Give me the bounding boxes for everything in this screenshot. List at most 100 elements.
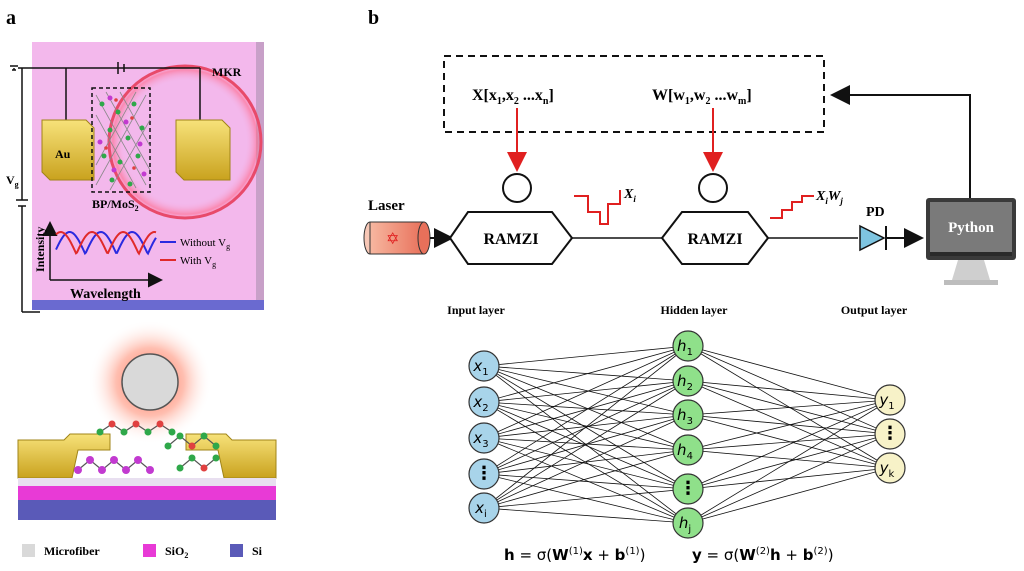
network-edge xyxy=(687,345,891,469)
cross-section xyxy=(17,320,277,520)
ramzi-1-label: RAMZI xyxy=(483,231,538,248)
signal-xi-label: Xi xyxy=(623,187,636,204)
x-vector-label: X[x1,x2 ...xn] xyxy=(472,87,554,107)
network-edge xyxy=(483,380,689,403)
network-edge xyxy=(483,345,689,367)
network-edge xyxy=(483,401,689,524)
legend-sio2: SiO2 xyxy=(165,544,188,560)
hidden-node-label: h3 xyxy=(677,406,693,427)
output-node: ⋮ xyxy=(874,418,906,450)
input-node: ⋮ xyxy=(468,458,500,490)
laser-star-icon: ✡ xyxy=(386,231,399,248)
network-edge xyxy=(687,399,891,416)
network-edge xyxy=(483,365,689,451)
w-vector-label: W[w1,w2 ...wm] xyxy=(652,87,752,107)
network-edge xyxy=(687,345,891,401)
output-layer-title: Output layer xyxy=(841,303,908,317)
material-label: BP/MoS2 xyxy=(92,197,139,213)
laser-source: ✡ xyxy=(363,221,431,255)
curve-without-vg xyxy=(55,230,157,256)
input-node-label: x1 xyxy=(472,357,488,378)
network-nodes: x1 x2 x3 ⋮ xi h1 h2 h3 h4 ⋮ hj y1 ⋮ yk xyxy=(468,330,906,539)
network-edge xyxy=(687,467,891,524)
equation-hidden: h = σ(W(1)x + b(1)) xyxy=(504,546,645,564)
output-node-label: y1 xyxy=(878,391,894,412)
hidden-node-label: h2 xyxy=(677,372,693,393)
input-node: x1 xyxy=(468,350,500,382)
legend-with-vg: With Vg xyxy=(180,255,216,269)
device-illustration xyxy=(10,42,264,313)
network-edge xyxy=(483,401,689,416)
network-edge xyxy=(483,437,689,451)
network-edge xyxy=(483,365,689,382)
network-edge xyxy=(687,414,891,469)
network-edge xyxy=(483,345,689,509)
network-edge xyxy=(483,345,689,475)
output-node-label: yk xyxy=(879,459,895,480)
network-edge xyxy=(483,437,689,524)
input-node-label: xi xyxy=(474,499,487,520)
network-edge xyxy=(687,449,891,469)
ramzi-2-label: RAMZI xyxy=(687,231,742,248)
hidden-node: h2 xyxy=(672,365,704,397)
input-node-label: ⋮ xyxy=(475,463,493,484)
inset-ylabel: Intensity xyxy=(33,227,47,272)
output-node-label: ⋮ xyxy=(881,423,899,444)
pd-label: PD xyxy=(866,205,885,220)
network-edge xyxy=(483,380,689,509)
network-edge xyxy=(483,414,689,509)
input-node-label: x2 xyxy=(472,393,488,414)
network-edge xyxy=(687,433,891,451)
network-edge xyxy=(483,473,689,490)
photodetector-icon xyxy=(859,224,886,252)
python-label: Python xyxy=(948,220,995,236)
spectrum-inset xyxy=(42,221,176,288)
hidden-node: ⋮ xyxy=(672,473,704,505)
network-edge xyxy=(483,401,689,451)
hidden-node: h3 xyxy=(672,399,704,431)
output-node: y1 xyxy=(874,384,906,416)
input-node-label: x3 xyxy=(472,429,488,450)
network-edge xyxy=(687,399,891,490)
network-edge xyxy=(687,433,891,524)
network-edge xyxy=(687,345,891,435)
ramzi-1 xyxy=(448,173,574,265)
network-edge xyxy=(483,365,689,416)
network-edge xyxy=(483,345,689,439)
network-edge xyxy=(687,399,891,451)
laser-label: Laser xyxy=(368,198,405,214)
network-edge xyxy=(483,437,689,490)
hidden-node-label: h1 xyxy=(677,337,693,358)
output-node: yk xyxy=(874,452,906,484)
input-layer-title: Input layer xyxy=(447,303,505,317)
network-edge xyxy=(483,401,689,490)
signal-xi xyxy=(574,190,621,225)
hidden-node: hj xyxy=(672,507,704,539)
signal-xiwj-label: XiWj xyxy=(815,189,843,206)
hidden-node: h4 xyxy=(672,434,704,466)
network-edge xyxy=(483,449,689,475)
mkr-label: MKR xyxy=(212,65,242,79)
legend-microfiber: Microfiber xyxy=(44,544,100,558)
input-node: x2 xyxy=(468,386,500,418)
network-edge xyxy=(687,414,891,435)
hidden-node: h1 xyxy=(672,330,704,362)
input-node: x3 xyxy=(468,422,500,454)
hidden-node-label: ⋮ xyxy=(679,478,697,499)
panel-label-a: a xyxy=(6,7,16,29)
legend-without-vg: Without Vg xyxy=(180,237,230,251)
materials-legend: Microfiber SiO2 Si xyxy=(22,544,263,560)
input-node: xi xyxy=(468,492,500,524)
legend-si: Si xyxy=(252,544,263,558)
ramzi-2 xyxy=(660,173,770,265)
network-edge xyxy=(687,399,891,524)
hidden-node-label: hj xyxy=(679,514,691,535)
equation-output: y = σ(W(2)h + b(2)) xyxy=(692,546,834,564)
network-edge xyxy=(483,507,689,524)
network-edge xyxy=(483,345,689,403)
curve-with-vg xyxy=(55,230,157,256)
signal-xiwj xyxy=(770,195,814,219)
inset-xlabel: Wavelength xyxy=(70,287,141,302)
network-edges xyxy=(483,345,891,524)
